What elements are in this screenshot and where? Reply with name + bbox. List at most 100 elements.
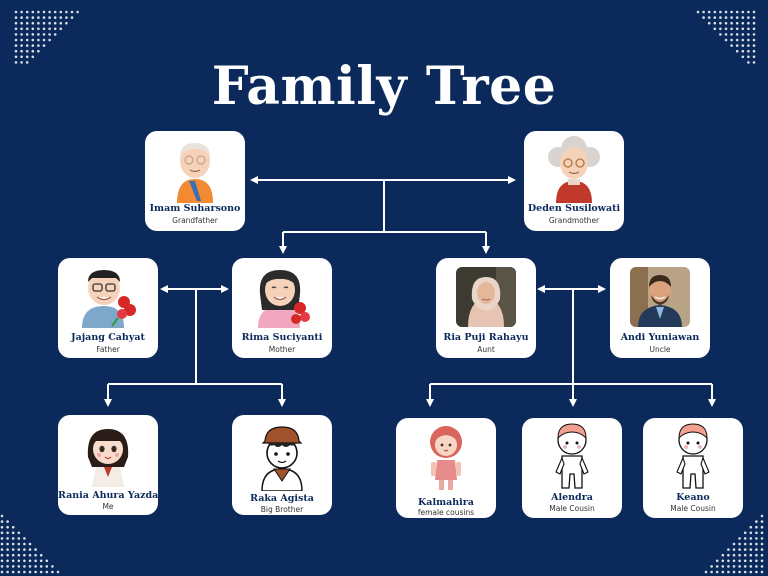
decorative-dot: [696, 10, 700, 14]
member-card-me: Rania Ahura Yazda Me: [58, 415, 158, 515]
decorative-dot: [747, 38, 750, 42]
decorative-dot: [17, 559, 21, 563]
decorative-dot: [14, 16, 18, 19]
decorative-dot: [39, 570, 43, 574]
decorative-dot: [741, 55, 745, 59]
decorative-dot: [31, 44, 35, 47]
decorative-dot: [70, 16, 74, 19]
decorative-dot: [34, 559, 37, 563]
decorative-dot: [28, 548, 32, 551]
decorative-dot: [42, 10, 46, 14]
decorative-dot: [25, 27, 29, 31]
decorative-dot: [45, 570, 49, 574]
decorative-dot: [743, 542, 747, 546]
decorative-dot: [25, 49, 29, 53]
member-role: Male Cousin: [549, 504, 595, 513]
member-name: Ria Puji Rahayu: [443, 332, 529, 343]
decorative-dot: [755, 570, 758, 574]
decorative-dot: [31, 27, 35, 31]
member-card-alendra: Alendra Male Cousin: [522, 418, 622, 518]
decorative-dot: [0, 537, 4, 540]
decorative-dot: [735, 44, 739, 47]
decorative-dot: [743, 548, 747, 551]
decorative-dot: [23, 553, 26, 557]
decorative-dot: [760, 548, 764, 551]
decorative-dot: [749, 559, 753, 563]
decorative-dot: [760, 514, 764, 518]
decorative-dot: [20, 27, 23, 31]
decorative-dot: [760, 553, 764, 557]
decorative-dot: [741, 33, 745, 36]
decorative-dot: [14, 33, 18, 36]
decorative-dot: [713, 27, 717, 31]
decorative-dot: [23, 565, 26, 568]
decorative-dot: [752, 16, 756, 19]
decorative-dot: [755, 542, 758, 546]
decorative-dot: [6, 542, 9, 546]
decorative-dot: [727, 559, 730, 563]
decorative-dot: [738, 548, 741, 551]
decorative-dot: [749, 565, 753, 568]
decorative-dot: [749, 553, 753, 557]
member-role: Me: [102, 502, 114, 511]
decorative-dot: [755, 553, 758, 557]
decorative-dot: [743, 537, 747, 540]
decorative-dot: [760, 542, 764, 546]
decorative-dot: [755, 537, 758, 540]
decorative-dot: [6, 553, 9, 557]
decorative-dot: [747, 44, 750, 47]
decorative-dot: [721, 553, 725, 557]
member-card-keano: Keano Male Cousin: [643, 418, 743, 518]
decorative-dot: [715, 565, 719, 568]
decorative-dot: [727, 565, 730, 568]
decorative-dot: [719, 10, 722, 14]
decorative-dot: [28, 570, 32, 574]
decorative-dot: [0, 570, 4, 574]
member-name: Rania Ahura Yazda: [58, 490, 159, 501]
decorative-dot: [23, 570, 26, 574]
decorative-dot: [760, 570, 764, 574]
decorative-dot: [741, 21, 745, 25]
dot-pattern-top-right: [696, 10, 756, 64]
decorative-dot: [23, 548, 26, 551]
decorative-dot: [48, 21, 51, 25]
decorative-dot: [713, 10, 717, 14]
decorative-dot: [741, 38, 745, 42]
decorative-dot: [48, 38, 51, 42]
decorative-dot: [760, 531, 764, 535]
decorative-dot: [25, 10, 29, 14]
member-card-grandfather: Imam Suharsono Grandfather: [145, 131, 245, 231]
decorative-dot: [755, 548, 758, 551]
member-role: Male Cousin: [670, 504, 716, 513]
decorative-dot: [42, 33, 46, 36]
member-role: Uncle: [649, 345, 671, 354]
decorative-dot: [17, 570, 21, 574]
decorative-dot: [760, 565, 764, 568]
decorative-dot: [42, 38, 46, 42]
decorative-dot: [738, 565, 741, 568]
decorative-dot: [747, 21, 750, 25]
decorative-dot: [749, 570, 753, 574]
decorative-dot: [743, 559, 747, 563]
decorative-dot: [51, 565, 54, 568]
decorative-dot: [721, 565, 725, 568]
decorative-dot: [65, 21, 68, 25]
decorative-dot: [34, 565, 37, 568]
decorative-dot: [42, 21, 46, 25]
decorative-dot: [31, 55, 35, 59]
decorative-dot: [0, 531, 4, 535]
decorative-dot: [45, 559, 49, 563]
decorative-dot: [749, 531, 753, 535]
decorative-dot: [11, 525, 15, 529]
decorative-dot: [48, 16, 51, 19]
decorative-dot: [31, 21, 35, 25]
decorative-dot: [42, 27, 46, 31]
decorative-dot: [14, 21, 18, 25]
member-card-kalmahira: Kalmahira female cousins: [396, 418, 496, 518]
member-role: Grandfather: [172, 216, 218, 225]
decorative-dot: [760, 559, 764, 563]
decorative-dot: [0, 553, 4, 557]
decorative-dot: [752, 44, 756, 47]
decorative-dot: [17, 542, 21, 546]
decorative-dot: [724, 21, 728, 25]
